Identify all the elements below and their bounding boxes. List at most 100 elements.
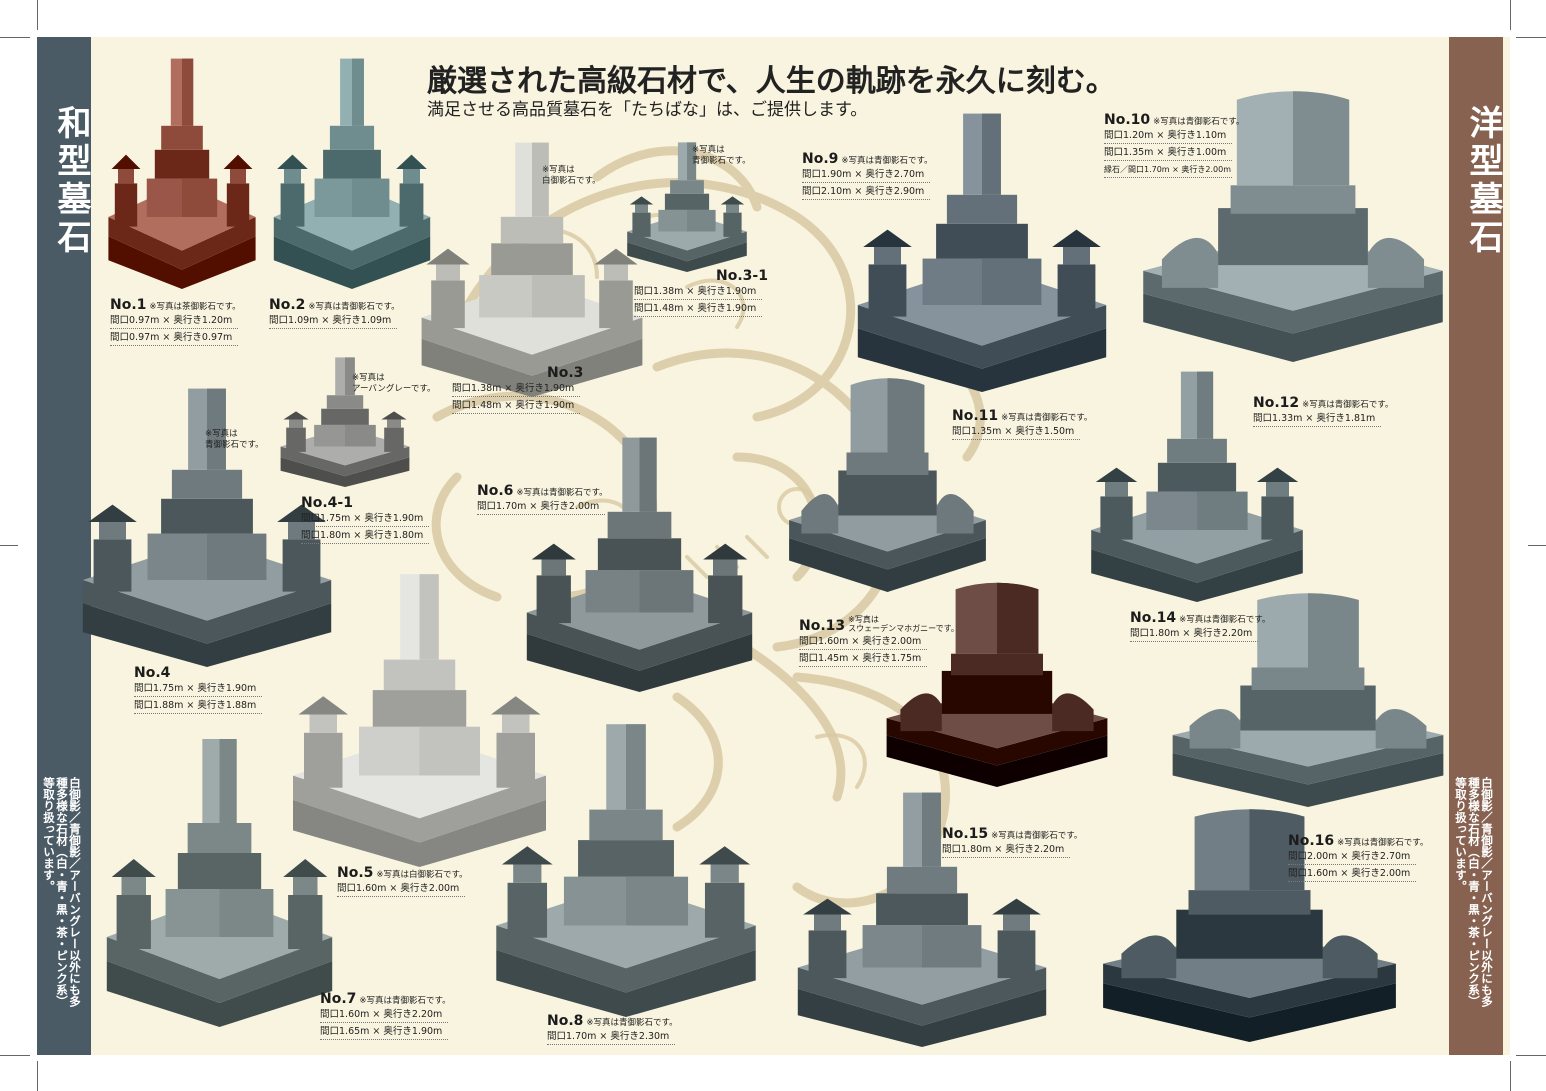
model-title: No.3 — [547, 365, 584, 381]
western-style-band: 洋型墓石 白御影／青御影／アーバングレー以外にも多種多様な石材（白・青・黒・茶・… — [1449, 37, 1503, 1055]
model-title: No.3-1 — [716, 268, 768, 284]
model-note: ※写真は スウェーデンマホガニーです。 — [848, 615, 959, 633]
model-label-no6: No.6※写真は青御影石です。 間口1.70m × 奥行き2.00m — [477, 480, 608, 516]
model-title: No.12 — [1253, 395, 1300, 411]
model-note: ※写真は青御影石です。 — [1337, 838, 1429, 848]
model-note: ※写真は青御影石です。 — [1302, 400, 1394, 410]
model-title: No.6 — [477, 483, 514, 499]
model-label-no4-1: No.4-1 間口1.75m × 奥行き1.90m 間口1.80m × 奥行き1… — [301, 492, 429, 545]
model-label-no3-1: No.3-1 間口1.38m × 奥行き1.90m 間口1.48m × 奥行き1… — [634, 265, 768, 318]
model-label-no5: No.5※写真は白御影石です。 間口1.60m × 奥行き2.00m — [337, 862, 468, 898]
model-title: No.13 — [799, 618, 846, 634]
crop-mark — [0, 545, 18, 546]
japanese-style-band: 和型墓石 白御影／青御影／アーバングレー以外にも多種多様な石材（白・青・黒・茶・… — [37, 37, 91, 1055]
model-dimension: 間口2.00m × 奥行き2.70m — [1288, 851, 1411, 862]
model-dimension: 間口1.80m × 奥行き2.20m — [942, 844, 1065, 855]
model-dimension: 間口1.38m × 奥行き1.90m — [634, 286, 757, 297]
grave-photo-no7 — [97, 727, 342, 1027]
stone-material-note: 白御影／青御影／アーバングレー以外にも多種多様な石材（白・青・黒・茶・ピンク系）… — [1454, 777, 1494, 1007]
headline: 厳選された高級石材で、人生の軌跡を永久に刻む。 — [427, 64, 1116, 99]
model-title: No.10 — [1104, 112, 1151, 128]
model-title: No.7 — [320, 991, 357, 1007]
crop-mark — [37, 0, 38, 30]
model-label-no14: No.14※写真は青御影石です。 間口1.80m × 奥行き2.20m — [1130, 607, 1270, 643]
grave-photo-no2 — [267, 49, 437, 289]
model-title: No.2 — [269, 297, 306, 313]
grave-photo-no16 — [1097, 797, 1402, 1042]
model-dimension: 間口1.48m × 奥行き1.90m — [452, 400, 575, 411]
model-note: ※写真は青御影石です。 — [516, 488, 608, 498]
model-dimension: 間口0.97m × 奥行き0.97m — [110, 332, 233, 343]
subheadline: 満足させる高品質墓石を「たちばな」は、ご提供します。 — [427, 100, 868, 120]
crop-mark — [1510, 1061, 1511, 1091]
model-note: ※写真は青御影石です。 — [1153, 117, 1245, 127]
model-label-no12: No.12※写真は青御影石です。 間口1.33m × 奥行き1.81m — [1253, 392, 1393, 428]
model-label-no8: No.8※写真は青御影石です。 間口1.70m × 奥行き2.30m — [547, 1010, 678, 1046]
model-label-no1: No.1※写真は茶御影石です。 間口0.97m × 奥行き1.20m 間口0.9… — [110, 294, 241, 347]
model-dimension: 間口1.75m × 奥行き1.90m — [301, 513, 424, 524]
model-dimension: 間口1.48m × 奥行き1.90m — [634, 303, 757, 314]
grave-photo-no13 — [882, 572, 1112, 787]
photo-note-no4: ※写真は 青御影石です。 — [205, 429, 264, 450]
brochure-sheet: 和型墓石 白御影／青御影／アーバングレー以外にも多種多様な石材（白・青・黒・茶・… — [37, 37, 1510, 1055]
crop-mark — [1516, 1055, 1546, 1056]
model-label-no7: No.7※写真は青御影石です。 間口1.60m × 奥行き2.20m 間口1.6… — [320, 988, 451, 1041]
model-note: ※写真は青御影石です。 — [841, 156, 933, 166]
model-dimension: 間口1.88m × 奥行き1.88m — [134, 700, 257, 711]
stone-material-note: 白御影／青御影／アーバングレー以外にも多種多様な石材（白・青・黒・茶・ピンク系）… — [42, 777, 82, 1007]
model-dimension: 間口1.20m × 奥行き1.10m — [1104, 130, 1227, 141]
model-label-no11: No.11※写真は青御影石です。 間口1.35m × 奥行き1.50m — [952, 405, 1092, 441]
western-style-title: 洋型墓石 — [1463, 105, 1503, 257]
model-note: ※写真は青御影石です。 — [586, 1018, 678, 1028]
model-title: No.8 — [547, 1013, 584, 1029]
model-title: No.16 — [1288, 833, 1335, 849]
model-label-no13: No.13※写真は スウェーデンマホガニーです。 間口1.60m × 奥行き2.… — [799, 615, 959, 668]
model-label-no9: No.9※写真は青御影石です。 間口1.90m × 奥行き2.70m 間口2.1… — [802, 148, 933, 201]
model-label-no2: No.2※写真は青御影石です。 間口1.09m × 奥行き1.09m — [269, 294, 400, 330]
model-dimension: 間口1.33m × 奥行き1.81m — [1253, 413, 1376, 424]
grave-photo-no5 — [282, 562, 557, 867]
model-label-no3: No.3 間口1.38m × 奥行き1.90m 間口1.48m × 奥行き1.9… — [452, 362, 583, 415]
grave-photo-no9 — [847, 102, 1117, 392]
crop-mark — [1516, 37, 1546, 38]
model-dimension: 間口1.60m × 奥行き2.00m — [1288, 868, 1411, 879]
model-dimension: 間口1.70m × 奥行き2.00m — [477, 501, 600, 512]
grave-photo-no12 — [1082, 362, 1312, 602]
model-dimension: 間口1.90m × 奥行き2.70m — [802, 169, 925, 180]
grave-photo-no3-1 — [622, 137, 752, 272]
model-title: No.1 — [110, 297, 147, 313]
grave-photo-no14 — [1167, 582, 1449, 807]
model-dimension: 間口1.70m × 奥行き2.30m — [547, 1031, 670, 1042]
model-title: No.11 — [952, 408, 999, 424]
model-dimension: 間口1.60m × 奥行き2.20m — [320, 1009, 443, 1020]
model-dimension: 間口2.10m × 奥行き2.90m — [802, 186, 925, 197]
grave-photo-no8 — [485, 712, 767, 1017]
model-dimension: 間口1.35m × 奥行き1.00m — [1104, 147, 1227, 158]
grave-photo-no10 — [1137, 77, 1449, 362]
crop-mark — [1528, 545, 1546, 546]
model-title: No.9 — [802, 151, 839, 167]
model-title: No.15 — [942, 826, 989, 842]
model-note: ※写真は青御影石です。 — [1001, 413, 1093, 423]
model-note: ※写真は青御影石です。 — [991, 831, 1083, 841]
model-title: No.4 — [134, 665, 171, 681]
grave-photo-no6 — [517, 427, 762, 692]
model-dimension: 間口1.60m × 奥行き2.00m — [799, 636, 922, 647]
model-note: ※写真は青御影石です。 — [359, 996, 451, 1006]
model-note: ※写真は青御影石です。 — [308, 302, 400, 312]
model-dimension: 間口0.97m × 奥行き1.20m — [110, 315, 233, 326]
model-dimension: 間口1.75m × 奥行き1.90m — [134, 683, 257, 694]
model-title: No.5 — [337, 865, 374, 881]
model-dimension: 縁石／間口1.70m × 奥行き2.00m — [1104, 165, 1231, 174]
model-dimension: 間口1.35m × 奥行き1.50m — [952, 426, 1075, 437]
photo-note-no3: ※写真は 白御影石です。 — [542, 165, 601, 186]
crop-mark — [0, 37, 30, 38]
photo-note-no4-1: ※写真は アーバングレーです。 — [352, 373, 436, 394]
crop-mark — [37, 1061, 38, 1091]
grave-photo-no11 — [785, 367, 990, 592]
model-dimension: 間口1.09m × 奥行き1.09m — [269, 315, 392, 326]
crop-mark — [0, 1055, 30, 1056]
model-note: ※写真は白御影石です。 — [376, 870, 468, 880]
model-dimension: 間口1.38m × 奥行き1.90m — [452, 383, 575, 394]
model-dimension: 間口1.45m × 奥行き1.75m — [799, 653, 922, 664]
